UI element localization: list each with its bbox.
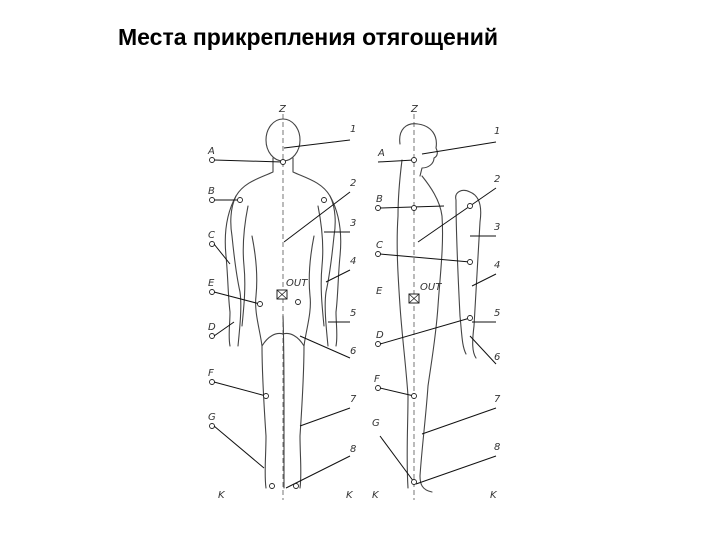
side-right-label: K: [490, 490, 498, 500]
attachment-points-diagram: Z A B C E D F G K 1: [200, 96, 520, 500]
front-left-label: D: [208, 322, 216, 333]
front-left-label: E: [208, 278, 215, 289]
side-right-label: 2: [494, 174, 500, 185]
side-right-label: 8: [494, 442, 500, 453]
front-right-label: 1: [350, 124, 356, 135]
side-out-label: OUT: [420, 282, 442, 293]
side-left-label: E: [376, 286, 383, 297]
front-arms-outline: [224, 195, 342, 347]
front-right-label: 5: [350, 308, 356, 319]
side-body-outline: [396, 159, 444, 493]
front-left-label: F: [208, 368, 214, 379]
side-axis-label: Z: [410, 104, 419, 115]
side-right-label: 5: [494, 308, 500, 319]
side-left-label: B: [376, 194, 383, 205]
side-arm-outline: [455, 189, 482, 359]
front-left-label: B: [208, 186, 215, 197]
front-right-label: 8: [350, 444, 356, 455]
side-left-label: K: [372, 490, 380, 500]
front-right-label: K: [346, 490, 354, 500]
front-left-label: G: [208, 412, 216, 423]
front-right-markers: 1 2 3 4 5 6 7 8 K: [283, 124, 357, 500]
side-left-label: A: [377, 148, 385, 159]
front-right-label: 6: [350, 346, 356, 357]
side-right-label: 3: [494, 222, 500, 233]
side-right-label: 1: [494, 126, 500, 137]
front-right-label: 4: [350, 256, 356, 267]
front-out-label: OUT: [286, 278, 308, 289]
front-left-label: A: [207, 146, 215, 157]
side-left-label: D: [376, 330, 384, 341]
side-left-label: G: [372, 418, 380, 429]
side-left-markers: A B C E D F G K: [372, 148, 471, 500]
front-right-label: 2: [350, 178, 356, 189]
side-left-label: C: [376, 240, 383, 251]
front-left-label: K: [218, 490, 226, 500]
slide-title: Места прикрепления отягощений: [118, 24, 499, 50]
side-right-label: 7: [494, 394, 501, 405]
side-head: [399, 123, 438, 177]
front-axis-label: Z: [278, 104, 287, 115]
front-view-figure: Z A B C E D F G K 1: [207, 104, 357, 500]
front-left-markers: A B C E D F G K: [207, 146, 283, 500]
side-left-label: F: [374, 374, 380, 385]
front-right-label: 7: [350, 394, 357, 405]
front-right-label: 3: [350, 218, 356, 229]
front-body-outline: [230, 157, 336, 489]
front-left-label: C: [208, 230, 215, 241]
side-view-figure: Z A B C E D F G K 1 2: [372, 104, 501, 500]
side-right-label: 6: [494, 352, 500, 363]
body-diagram-svg: Z A B C E D F G K 1: [207, 104, 501, 500]
side-right-label: 4: [494, 260, 500, 271]
side-right-markers: 1 2 3 4 5 6 7 8 K: [415, 126, 501, 500]
